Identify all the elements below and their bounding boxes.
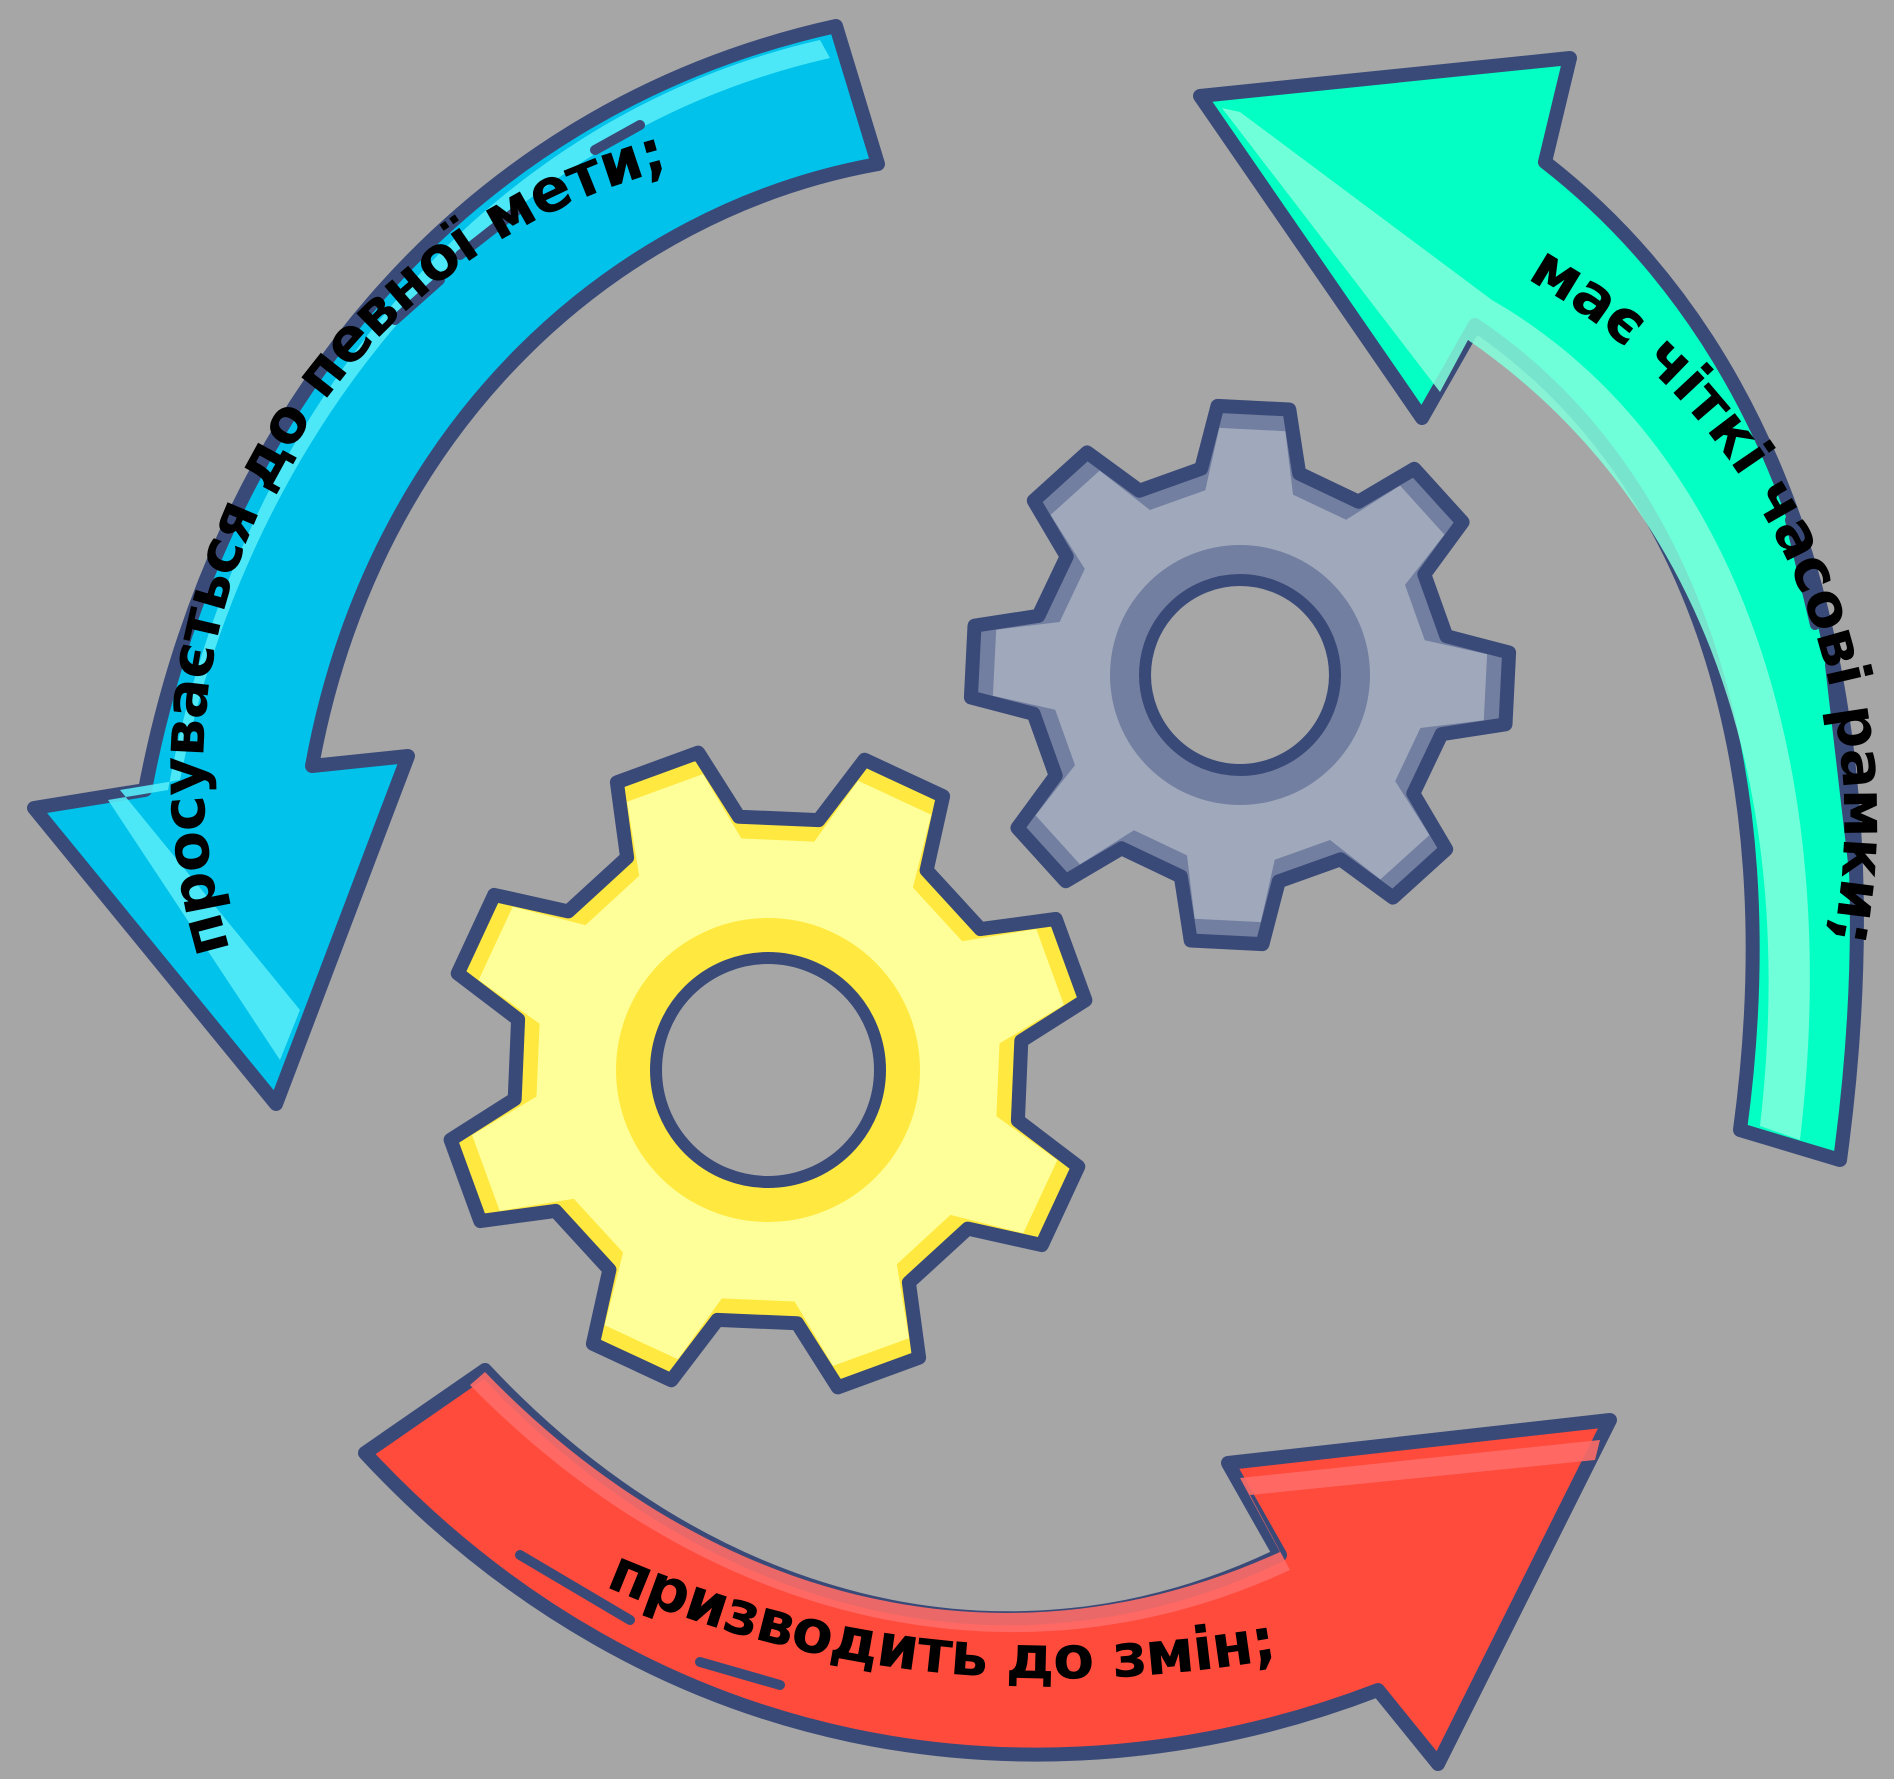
green-arrow: [1193, 51, 1864, 1167]
gear-hole: [1139, 574, 1341, 776]
blue-arrow: [27, 19, 885, 1111]
red-arrow: [358, 1363, 1617, 1771]
gear-icon: [443, 745, 1093, 1395]
gear-icon: [963, 398, 1517, 952]
gear-hole: [650, 952, 886, 1188]
